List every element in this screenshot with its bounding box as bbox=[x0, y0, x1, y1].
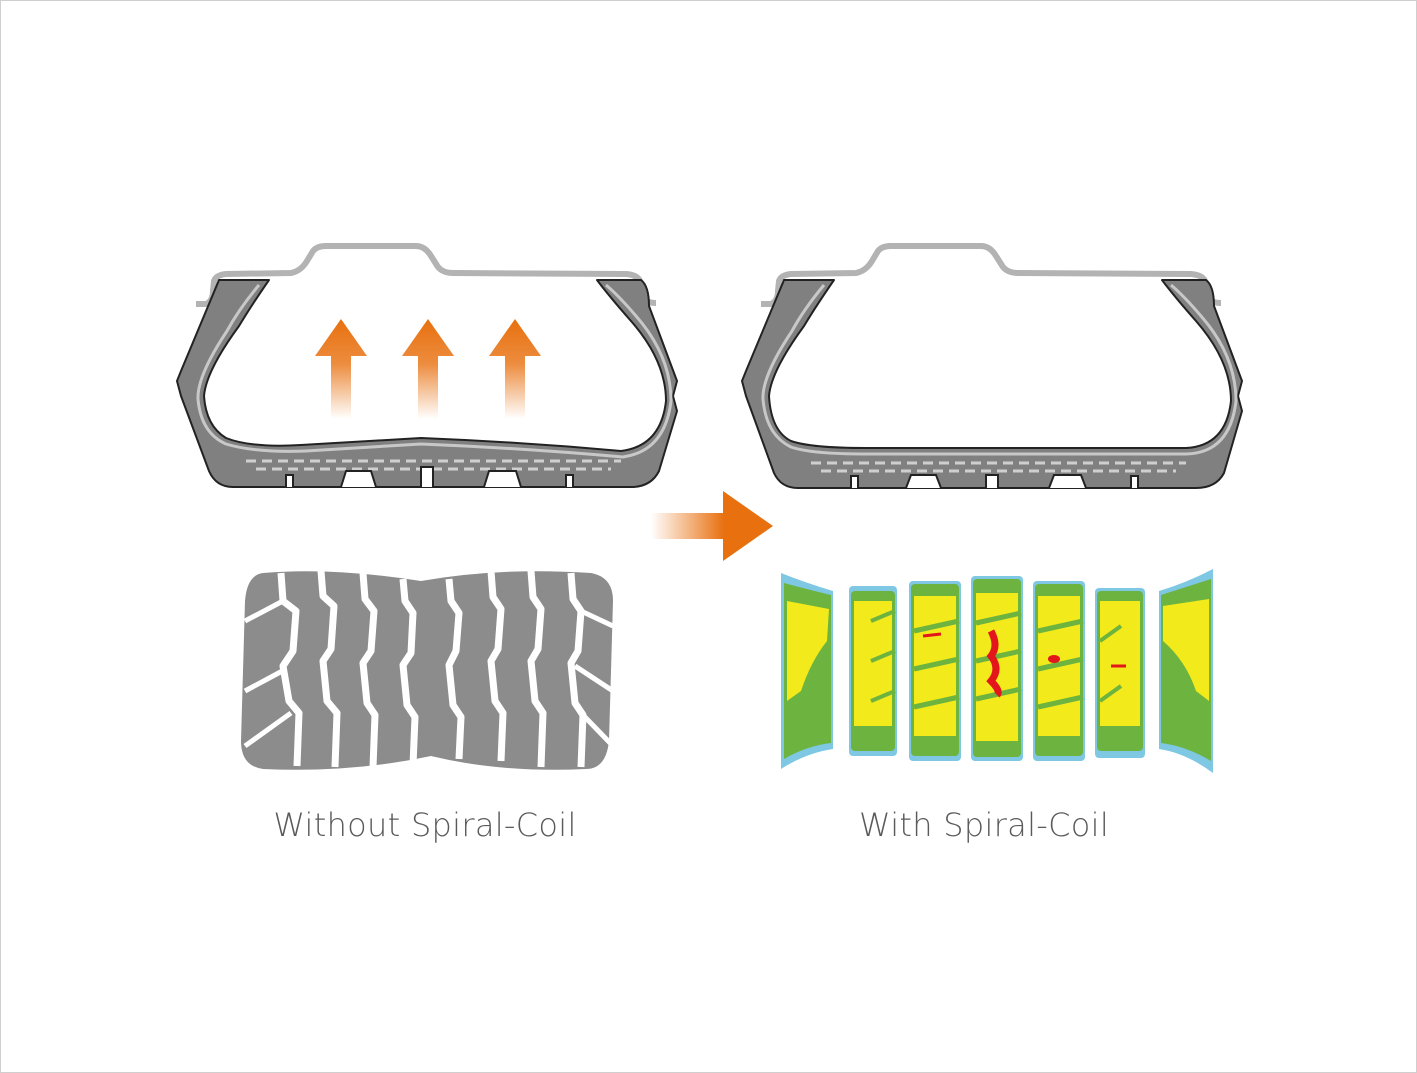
pressure-rib bbox=[1159, 569, 1213, 773]
pressure-rib bbox=[909, 581, 961, 761]
tread-belt bbox=[811, 461, 1186, 473]
tire-body bbox=[741, 279, 1243, 489]
label-without-spiral-coil: Without Spiral-Coil bbox=[273, 806, 577, 844]
footprint-without-coil bbox=[241, 570, 615, 770]
footprint-grooves bbox=[243, 570, 615, 768]
label-with-spiral-coil: With Spiral-Coil bbox=[858, 806, 1110, 844]
pressure-rib bbox=[1095, 588, 1145, 758]
up-arrow-icon bbox=[315, 319, 367, 419]
pressure-rib bbox=[1033, 581, 1085, 761]
pressure-rib bbox=[971, 576, 1023, 761]
right-arrow-icon bbox=[651, 491, 773, 561]
tire-inner-liner bbox=[196, 283, 673, 459]
footprint-with-coil-pressure-map bbox=[781, 569, 1213, 773]
pressure-rib bbox=[849, 586, 897, 756]
tread-grooves bbox=[285, 466, 574, 488]
rim-outline bbox=[761, 243, 1222, 307]
tire-cross-section-without-coil bbox=[176, 243, 678, 488]
pressure-rib bbox=[781, 573, 833, 769]
up-arrow-icon bbox=[402, 319, 454, 419]
tire-cross-section-with-coil bbox=[741, 243, 1243, 489]
up-arrow-icon bbox=[489, 319, 541, 419]
rim-outline bbox=[196, 243, 657, 307]
pressure-arrows bbox=[315, 319, 541, 419]
tire-inner-liner bbox=[761, 283, 1238, 456]
tread-grooves bbox=[850, 474, 1139, 489]
